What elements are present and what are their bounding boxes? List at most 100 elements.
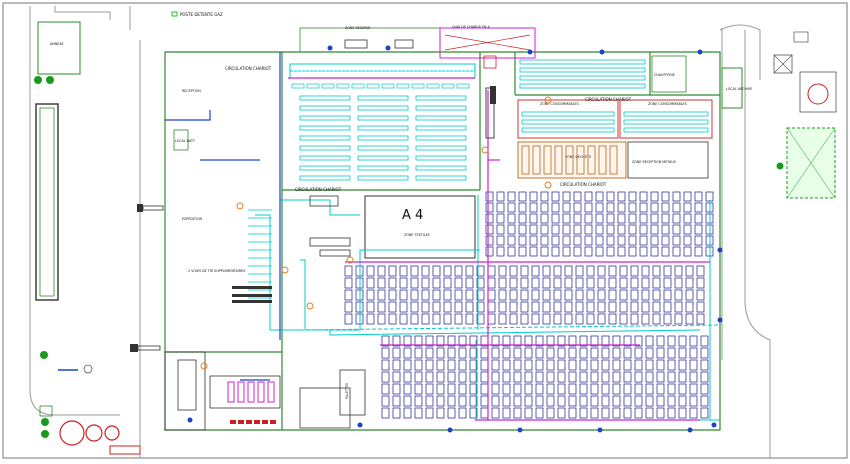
navy-rack [608,277,617,289]
navy-rack [663,265,672,277]
cyan-rack [415,155,467,161]
magenta-pipes [288,77,710,421]
navy-rack [498,265,507,277]
navy-rack [454,277,463,289]
navy-rack [447,383,456,395]
navy-rack [586,301,595,313]
navy-rack [447,359,456,371]
navy-rack [469,395,478,407]
navy-rack [590,335,599,347]
navy-rack [507,202,516,213]
navy-rack [630,289,639,301]
navy-rack [700,407,709,419]
navy-rack [678,407,687,419]
navy-rack [491,395,500,407]
navy-rack [568,335,577,347]
navy-rack [685,265,694,277]
navy-rack [540,202,549,213]
navy-rack [689,383,698,395]
navy-rack [628,246,637,257]
navy-rack [663,289,672,301]
navy-rack [672,246,681,257]
top-right-racks [519,59,646,89]
orange-markers [200,96,552,370]
navy-rack [531,313,540,325]
cons-rack [521,127,615,133]
navy-rack [436,383,445,395]
navy-rack [601,347,610,359]
circulation-top-label: CIRCULATION CHARIOT [225,66,272,71]
navy-rack [606,202,615,213]
navy-rack [601,335,610,347]
cyan-rack [396,83,410,89]
navy-rack [436,407,445,419]
navy-rack [689,347,698,359]
navy-rack [520,289,529,301]
navy-rack [458,371,467,383]
expedition-racks [248,209,272,299]
navy-rack [458,407,467,419]
machine-unit [262,420,268,424]
navy-rack [524,359,533,371]
navy-rack [480,407,489,419]
navy-rack [612,347,621,359]
navy-rack [645,383,654,395]
dechets-rack [609,145,618,175]
navy-rack [672,202,681,213]
navy-rack [595,224,604,235]
navy-rack [436,359,445,371]
navy-rack [683,213,692,224]
navy-rack [601,371,610,383]
navy-rack [507,235,516,246]
navy-rack [491,347,500,359]
navy-rack [663,313,672,325]
expedition-label: EXPEDITION [182,217,203,221]
navy-rack [601,395,610,407]
navy-rack [513,383,522,395]
cyan-rack [291,83,305,89]
navy-rack [639,235,648,246]
navy-rack [513,395,522,407]
navy-rack [392,383,401,395]
local-batt: LOCAL BATT [173,129,196,151]
navy-rack [531,289,540,301]
navy-rack [623,383,632,395]
machine-unit [230,420,236,424]
navy-rack [700,371,709,383]
navy-rack [480,395,489,407]
navy-rack [612,383,621,395]
navy-rack [606,224,615,235]
navy-rack [540,213,549,224]
navy-rack [683,246,692,257]
navy-rack [421,277,430,289]
navy-rack [498,289,507,301]
navy-rack [573,191,582,202]
navy-rack [399,289,408,301]
cyan-rack [351,83,365,89]
a4-zone: A 4 ZONE TEXTILES CIRCULATION CHARIOT [295,187,476,259]
navy-rack [507,191,516,202]
navy-rack [590,383,599,395]
navy-rack [674,313,683,325]
navy-rack [606,246,615,257]
navy-rack [513,407,522,419]
navy-rack [656,383,665,395]
cyan-rack [357,95,409,101]
navy-rack [414,371,423,383]
cyan-rack [415,165,467,171]
navy-rack [612,371,621,383]
navy-rack [568,395,577,407]
bottom-machines [227,381,276,424]
navy-rack [381,395,390,407]
navy-rack [535,371,544,383]
navy-rack [573,235,582,246]
chaufferie-label: CHAUFFERIE [654,73,675,77]
navy-rack [634,383,643,395]
navy-rack [414,335,423,347]
navy-rack [432,277,441,289]
orange-marker [544,96,552,104]
navy-rack [608,289,617,301]
cons-rack [623,111,709,117]
navy-rack [628,213,637,224]
top-annex: ZONE RESERVE QUAI DE CHARGE EN 4 [299,25,536,69]
